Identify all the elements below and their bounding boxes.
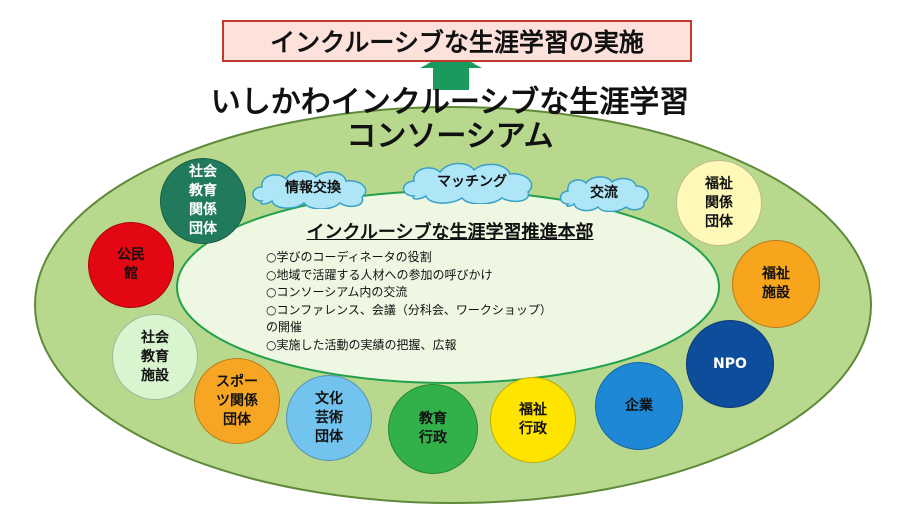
cloud-label: マッチング [437,174,507,190]
cloud-label: 情報交換 [285,180,341,196]
member-social-education-facilities: 社会 教育 施設 [112,314,198,400]
consortium-title-line1: いしかわインクルーシブな生涯学習 [210,85,690,120]
hq-task-list: ○学びのコーディネータの役割 ○地域で活躍する人材への参加の呼びかけ ○コンソー… [266,249,626,354]
member-welfare-groups: 福祉 関係 団体 [676,160,762,246]
cloud-label: 交流 [590,185,618,201]
cloud-exchange: 交流 [556,172,652,212]
cloud-info-exchange: 情報交換 [248,165,378,209]
member-welfare-administration: 福祉 行政 [490,377,576,463]
member-npo: NPO [686,320,774,408]
member-welfare-facilities: 福祉 施設 [732,240,820,328]
hq-task-item: ○地域で活躍する人材への参加の呼びかけ [266,267,493,282]
member-social-education-groups: 社会 教育 関係 団体 [160,158,246,244]
hq-title: インクルーシブな生涯学習推進本部 [306,222,594,243]
consortium-title-line2: コンソーシアム [346,119,554,154]
member-sports-groups: スポー ツ関係 団体 [194,358,280,444]
hq-task-item: ○コンファレンス、会議（分科会、ワークショップ） [266,302,552,317]
member-culture-arts-groups: 文化 芸術 団体 [286,375,372,461]
hq-task-item: ○学びのコーディネータの役割 [266,250,432,264]
goal-banner: インクルーシブな生涯学習の実施 [222,20,692,62]
hq-task-item: の開催 [266,320,303,334]
member-companies: 企業 [595,362,683,450]
hq-task-item: ○コンソーシアム内の交流 [266,285,408,299]
cloud-matching: マッチング [398,158,546,204]
member-community-center: 公民 館 [88,222,174,308]
hq-task-item: ○実施した活動の実績の把握、広報 [266,337,457,352]
member-education-administration: 教育 行政 [388,384,478,474]
